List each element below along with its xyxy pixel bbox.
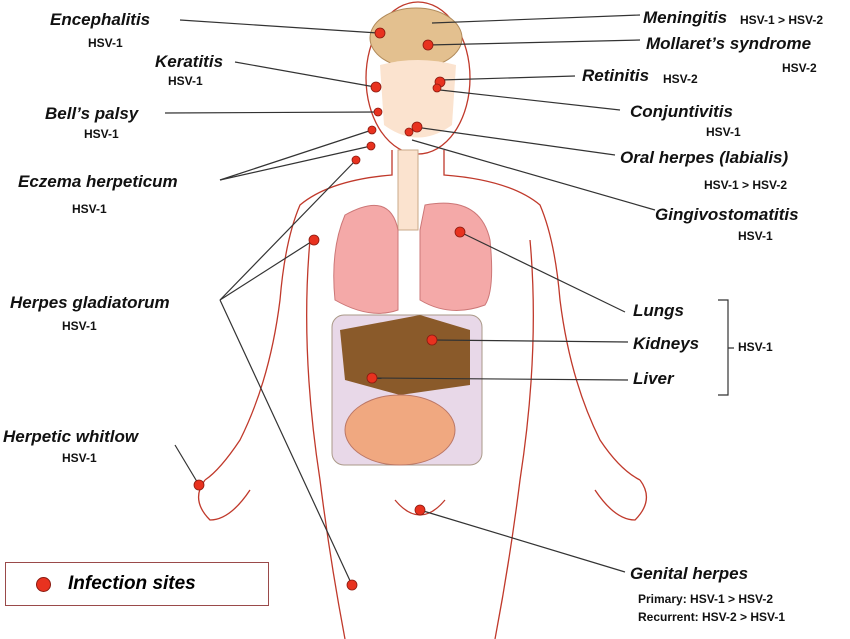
label-eczema-herpeticum: Eczema herpeticum	[18, 172, 178, 191]
type-bells-palsy: HSV-1	[84, 127, 119, 141]
type-encephalitis: HSV-1	[88, 36, 123, 50]
liver-organ	[340, 315, 470, 395]
type-keratitis: HSV-1	[168, 74, 203, 88]
legend: Infection sites	[5, 562, 269, 606]
label-bells-palsy: Bell’s palsy	[45, 104, 139, 123]
label-gingivostomatitis: Gingivostomatitis	[655, 205, 799, 224]
type-oral-herpes: HSV-1 > HSV-2	[704, 178, 788, 192]
right-lung	[419, 202, 493, 311]
type-herpes-gladiatorum: HSV-1	[62, 319, 97, 333]
label-conjunctivitis: Conjuntivitis	[630, 102, 733, 121]
type-herpetic-whitlow: HSV-1	[62, 451, 97, 465]
type-conjunctivitis: HSV-1	[706, 125, 741, 139]
label-meningitis: Meningitis	[643, 8, 728, 27]
infection-site-dots	[193, 27, 466, 591]
type-organs: HSV-1	[738, 340, 773, 354]
label-lungs: Lungs	[633, 301, 684, 320]
brain	[369, 7, 463, 69]
label-retinitis: Retinitis	[582, 66, 650, 85]
legend-label: Infection sites	[68, 573, 196, 594]
label-herpetic-whitlow: Herpetic whitlow	[3, 427, 139, 446]
type-eczema-herpeticum: HSV-1	[72, 202, 107, 216]
infection-site-dot-icon	[36, 577, 51, 592]
type-gingivostomatitis: HSV-1	[738, 229, 773, 243]
trachea	[397, 149, 419, 231]
label-encephalitis: Encephalitis	[50, 10, 151, 29]
type-mollarets-syndrome: HSV-2	[782, 61, 817, 75]
label-herpes-gladiatorum: Herpes gladiatorum	[10, 293, 170, 312]
type-retinitis: HSV-2	[663, 72, 698, 86]
type-genital-recurrent: Recurrent: HSV-2 > HSV-1	[638, 610, 786, 624]
label-kidneys: Kidneys	[633, 334, 700, 353]
intestines	[344, 394, 456, 466]
leader-lines	[164, 14, 734, 586]
label-mollarets-syndrome: Mollaret’s syndrome	[646, 34, 812, 53]
label-genital-herpes: Genital herpes	[630, 564, 749, 583]
type-meningitis: HSV-1 > HSV-2	[740, 13, 824, 27]
type-genital-primary: Primary: HSV-1 > HSV-2	[638, 592, 774, 606]
label-liver: Liver	[633, 369, 674, 388]
label-keratitis: Keratitis	[155, 52, 224, 71]
label-oral-herpes: Oral herpes (labialis)	[620, 148, 789, 167]
left-lung	[333, 205, 399, 314]
